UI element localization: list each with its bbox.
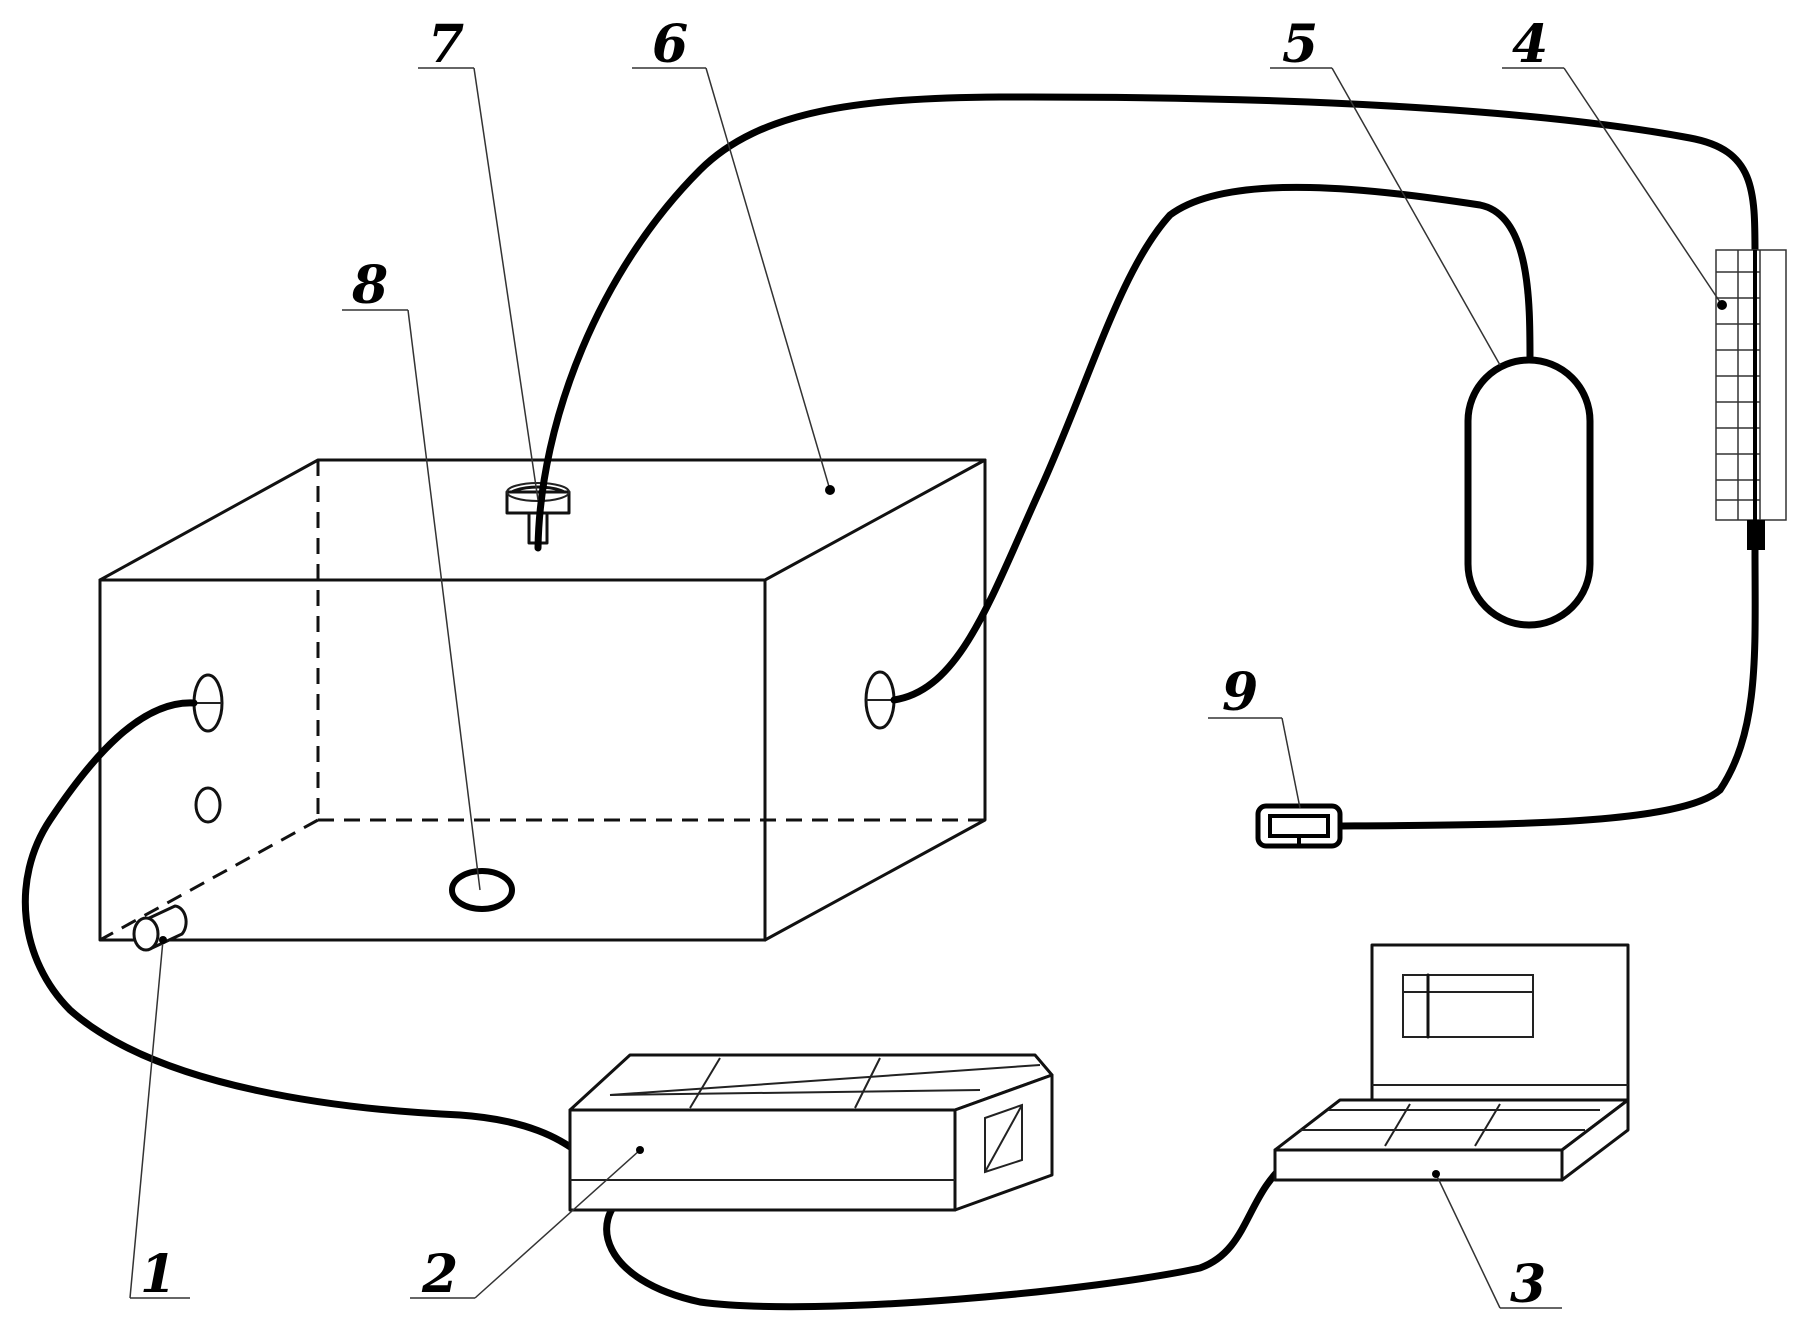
- label-8: 8: [351, 255, 388, 316]
- label-9: 9: [1222, 662, 1258, 723]
- cable-top-probe-to-meter: [534, 93, 1759, 552]
- label-4: 4: [1512, 14, 1548, 75]
- label-7: 7: [428, 14, 464, 75]
- flow-meter: [1715, 249, 1787, 550]
- label-1: 1: [140, 1244, 176, 1305]
- cable-right-port-to-bag: [890, 183, 1534, 704]
- label-2: 2: [421, 1244, 458, 1305]
- cable-analyzer-to-laptop: [603, 1156, 1294, 1311]
- left-lower-port: [194, 786, 222, 824]
- label-5: 5: [1282, 14, 1318, 75]
- label-6: 6: [652, 14, 688, 75]
- analyzer-unit: [568, 1053, 1054, 1212]
- cable-meter-to-display: [1336, 546, 1759, 830]
- left-upper-port: [192, 673, 224, 733]
- chamber: [98, 458, 987, 942]
- readout-display: [1255, 803, 1343, 849]
- laptop: [1273, 943, 1630, 1182]
- leader-lines: [129, 67, 1727, 1309]
- right-port: [864, 670, 896, 730]
- sampling-bag: [1464, 356, 1594, 629]
- cable-left-port-to-analyzer: [21, 699, 579, 1154]
- sensor-ring: [449, 868, 515, 912]
- corner-sensor: [132, 904, 188, 952]
- label-3: 3: [1510, 1254, 1546, 1315]
